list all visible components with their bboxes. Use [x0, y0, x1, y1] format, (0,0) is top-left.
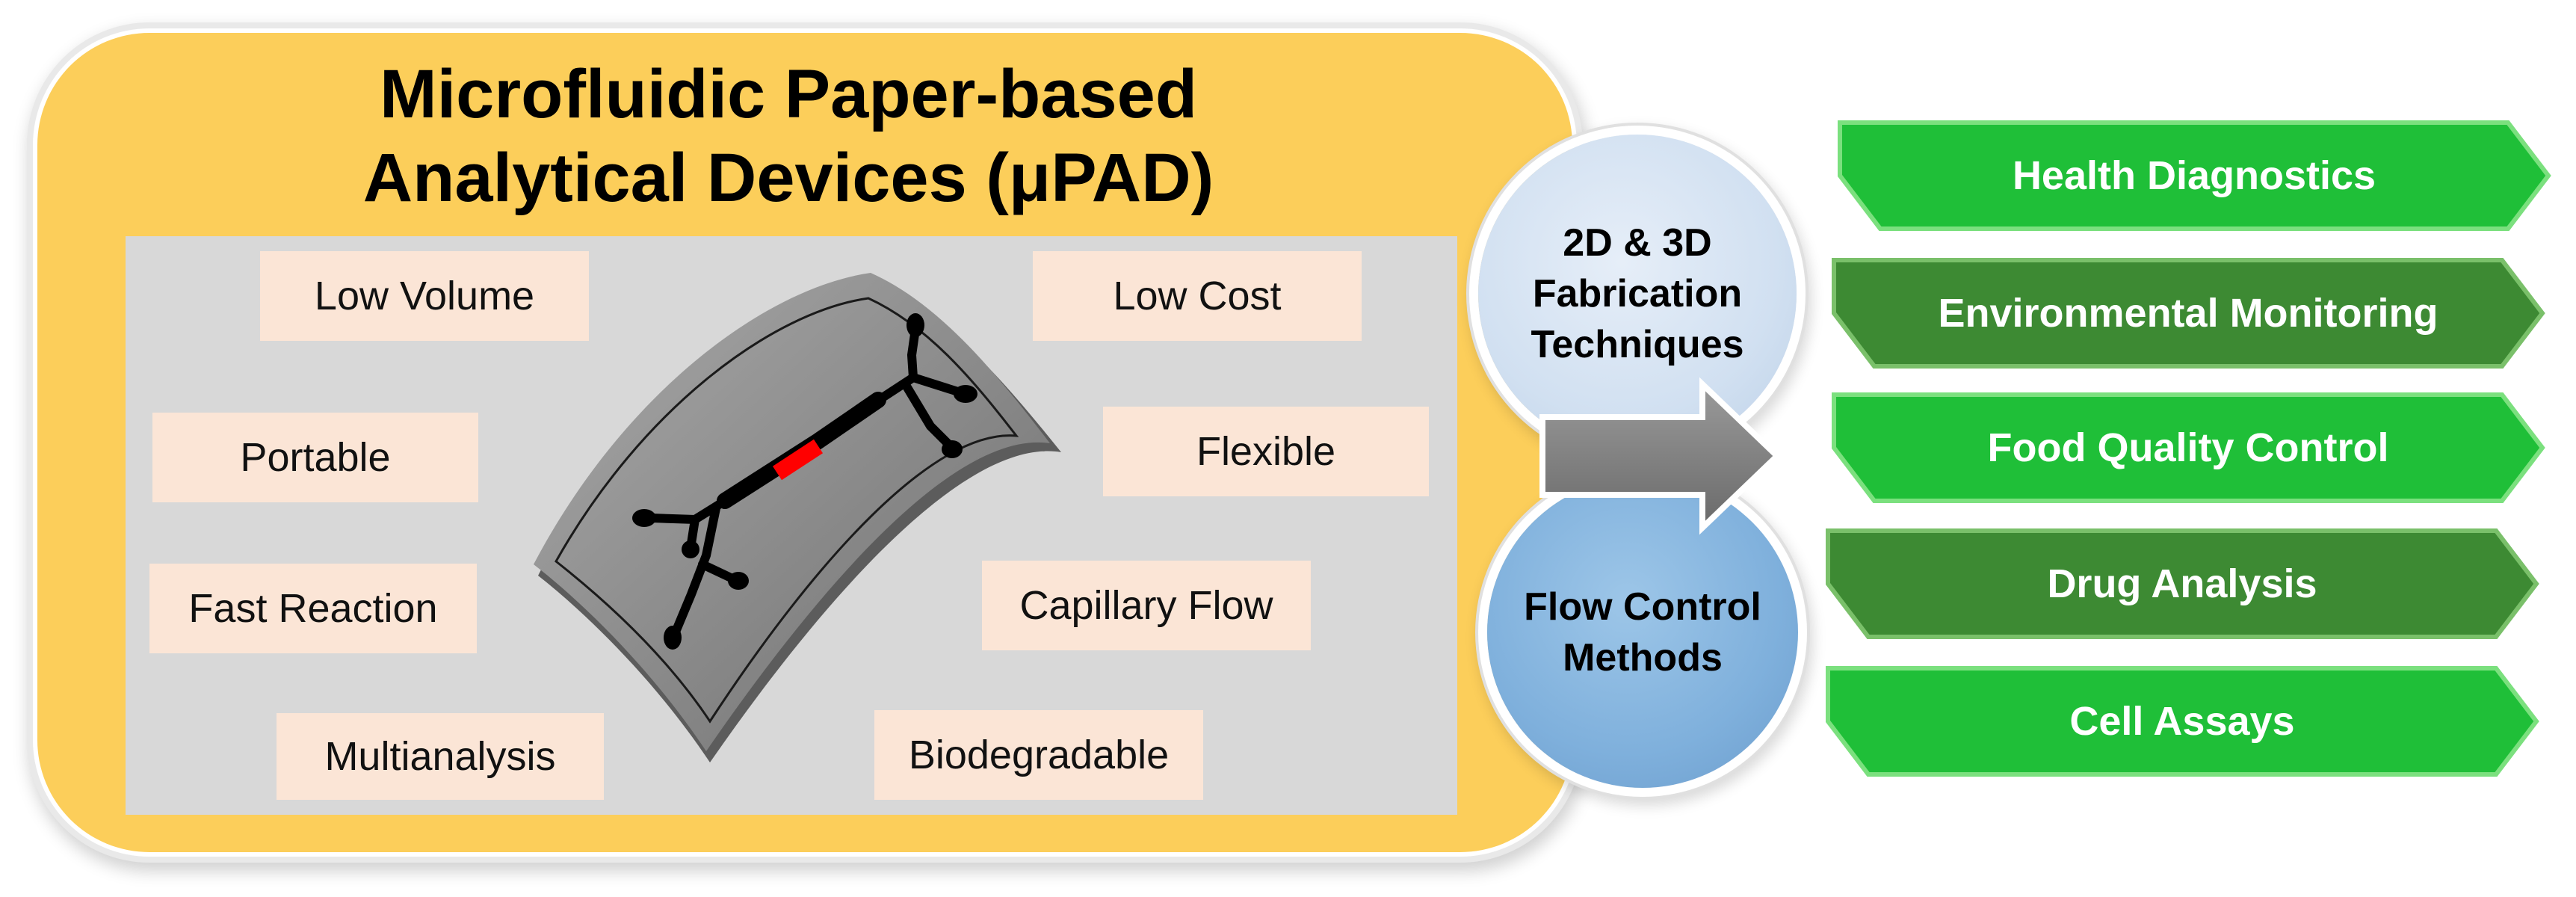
- paper-sheet: [534, 273, 1050, 751]
- channel-branch-left-low: [672, 504, 720, 635]
- main-title-line2: Analytical Devices (μPAD): [362, 140, 1214, 216]
- feature-multianalysis: Multianalysis: [277, 713, 604, 800]
- right-arrow-icon: [1539, 377, 1782, 535]
- reservoir: [632, 509, 656, 527]
- banner-shape: [1826, 666, 2539, 777]
- application-environmental-monitoring: Environmental Monitoring: [1829, 257, 2547, 369]
- reservoir: [664, 626, 682, 650]
- flow-control-methods-circle: Flow Control Methods: [1487, 477, 1798, 788]
- circle-bottom-line2: Methods: [1563, 636, 1723, 679]
- paper-device-illustration: [534, 273, 1061, 762]
- channel-branch-left-side: [698, 560, 735, 582]
- feature-flexible: Flexible: [1103, 407, 1429, 496]
- feature-capillary-flow: Capillary Flow: [982, 561, 1311, 650]
- reservoir: [954, 385, 977, 403]
- channel-branch-right-top: [870, 324, 920, 407]
- reservoir: [728, 572, 749, 590]
- feature-fast-reaction: Fast Reaction: [149, 564, 477, 653]
- banner-shape: [1826, 528, 2539, 639]
- feature-biodegradable: Biodegradable: [874, 710, 1203, 800]
- application-label: Environmental Monitoring: [1938, 291, 2438, 336]
- main-title: Microfluidic Paper-based Analytical Devi…: [37, 52, 1539, 220]
- channel-detection-zone: [772, 439, 824, 481]
- channel-branch-right-mid: [909, 373, 965, 397]
- channel-branch-right-low: [901, 380, 954, 449]
- reservoir: [682, 540, 699, 558]
- feature-low-volume: Low Volume: [260, 251, 589, 341]
- application-label: Drug Analysis: [2047, 561, 2317, 606]
- application-food-quality-control: Food Quality Control: [1829, 392, 2547, 504]
- circle-top-line2: Fabrication: [1532, 272, 1743, 315]
- banner-shape: [1832, 392, 2545, 503]
- application-cell-assays: Cell Assays: [1823, 665, 2541, 777]
- reservoir: [906, 313, 924, 337]
- banner-shape: [1832, 258, 2545, 369]
- application-health-diagnostics: Health Diagnostics: [1835, 120, 2553, 232]
- channel-branch-left-mid: [687, 515, 699, 548]
- channel-main: [717, 392, 886, 509]
- application-drug-analysis: Drug Analysis: [1823, 528, 2541, 640]
- application-label: Cell Assays: [2069, 699, 2295, 744]
- fabrication-techniques-circle: 2D & 3D Fabrication Techniques: [1478, 135, 1797, 453]
- feature-low-cost: Low Cost: [1033, 251, 1362, 341]
- reservoir: [942, 440, 963, 458]
- circle-top-line3: Techniques: [1531, 323, 1744, 366]
- application-label: Health Diagnostics: [2012, 153, 2376, 198]
- paper-inner-border: [555, 297, 1019, 724]
- circle-top-line1: 2D & 3D: [1563, 221, 1712, 265]
- banner-shape: [1838, 120, 2551, 231]
- main-title-line1: Microfluidic Paper-based: [379, 56, 1198, 132]
- application-label: Food Quality Control: [1987, 425, 2389, 470]
- feature-portable: Portable: [152, 413, 478, 502]
- circle-bottom-line1: Flow Control: [1524, 585, 1761, 629]
